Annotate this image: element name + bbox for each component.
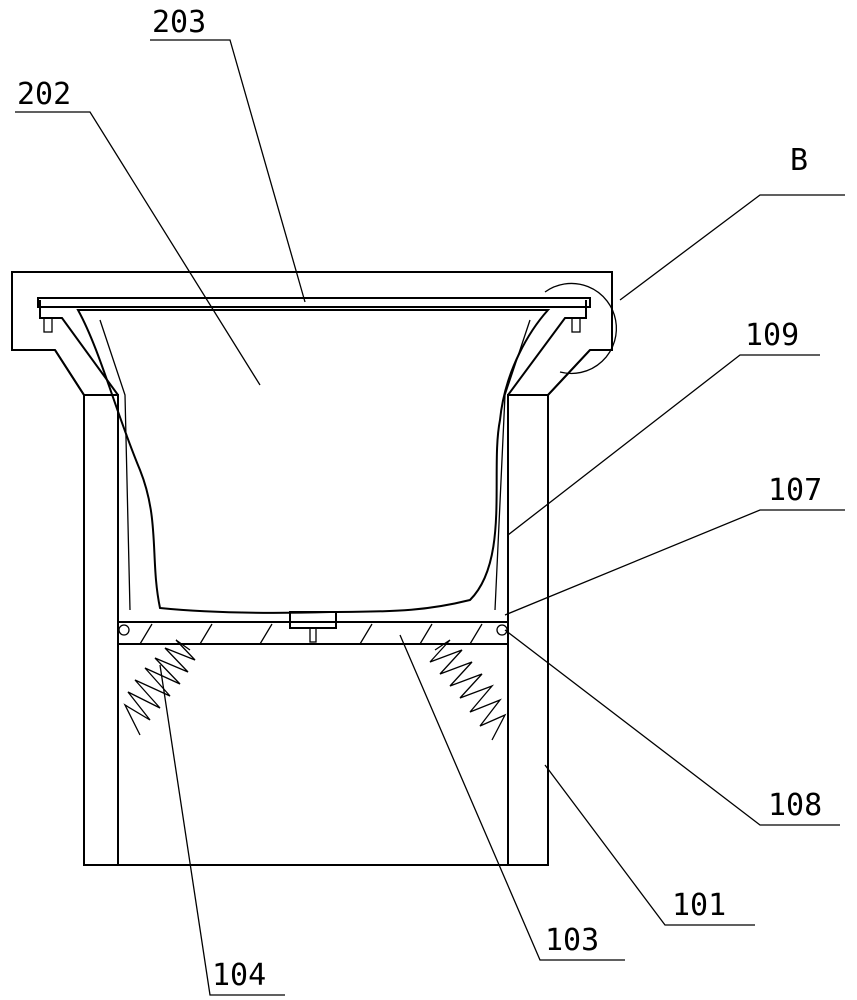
leader-lines	[15, 39, 845, 996]
label-103: 103	[545, 923, 599, 958]
housing-101	[11, 271, 613, 866]
label-b: B	[790, 143, 808, 178]
detail-circle-b	[544, 282, 618, 375]
filter-basket-202	[76, 309, 551, 614]
label-203: 203	[152, 5, 206, 40]
label-202: 202	[17, 77, 71, 112]
label-108: 108	[768, 788, 822, 823]
label-109: 109	[745, 318, 799, 353]
spring-104-right	[429, 639, 507, 741]
spring-104-left	[123, 639, 196, 736]
support-plate-103	[117, 611, 509, 645]
lid-203	[37, 297, 591, 308]
label-101: 101	[672, 888, 726, 923]
label-104: 104	[212, 958, 266, 993]
label-107: 107	[768, 473, 822, 508]
